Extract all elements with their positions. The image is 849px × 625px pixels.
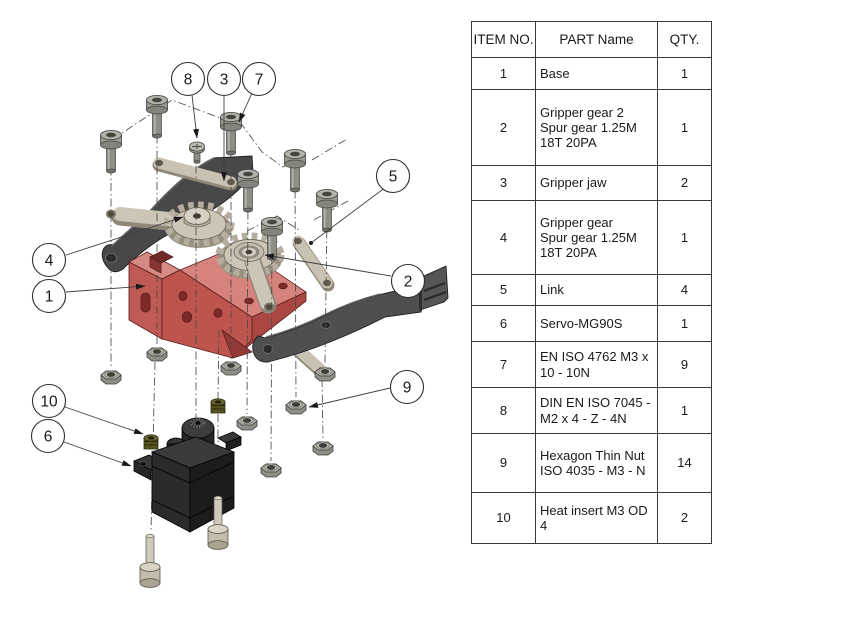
link-parts [152, 157, 335, 380]
qty: 4 [657, 274, 712, 306]
gripper-jaw-lower [252, 265, 449, 363]
item-no: 10 [471, 492, 536, 544]
bom-header-item: ITEM NO. [471, 21, 536, 58]
balloon-2: 2 [390, 263, 426, 299]
item-no: 4 [471, 200, 536, 275]
part-name: DIN EN ISO 7045 - M2 x 4 - Z - 4N [535, 387, 658, 434]
bom-header-name: PART Name [535, 21, 658, 58]
part-name: Base [535, 57, 658, 90]
item-no: 8 [471, 387, 536, 434]
balloon-label: 5 [389, 169, 398, 186]
balloon-label: 1 [45, 289, 54, 306]
table-row: 4 Gripper gear Spur gear 1.25M 18T 20PA … [471, 200, 712, 275]
exploded-view-drawing: 8 3 7 5 4 1 2 9 [30, 61, 449, 588]
balloon-label: 9 [403, 380, 412, 397]
table-row: 1 Base 1 [471, 57, 712, 90]
balloon-7: 7 [241, 61, 277, 97]
part-name: Link [535, 274, 658, 306]
balloon-9: 9 [389, 369, 425, 405]
part-name: Gripper jaw [535, 165, 658, 201]
qty: 1 [657, 89, 712, 166]
qty: 9 [657, 341, 712, 388]
item-no: 1 [471, 57, 536, 90]
part-name: Gripper gear 2 Spur gear 1.25M 18T 20PA [535, 89, 658, 166]
bom-header-qty: QTY. [657, 21, 712, 58]
balloon-5: 5 [375, 158, 411, 194]
part-name: EN ISO 4762 M3 x 10 - 10N [535, 341, 658, 388]
leader-lines [63, 92, 392, 467]
balloon-label: 7 [255, 72, 264, 89]
table-row: 8 DIN EN ISO 7045 - M2 x 4 - Z - 4N 1 [471, 387, 712, 434]
bom-table: ITEM NO. PART Name QTY. 1 Base 1 2 Gripp… [471, 21, 712, 544]
balloon-label: 2 [404, 274, 413, 291]
balloon-callouts: 8 3 7 5 4 1 2 9 [30, 61, 426, 454]
qty: 1 [657, 305, 712, 342]
item-no: 5 [471, 274, 536, 306]
balloon-label: 6 [44, 429, 53, 446]
item-no: 9 [471, 433, 536, 493]
table-row: 5 Link 4 [471, 274, 712, 306]
qty: 1 [657, 387, 712, 434]
table-row: 7 EN ISO 4762 M3 x 10 - 10N 9 [471, 341, 712, 388]
item-no: 6 [471, 305, 536, 342]
part-name: Servo-MG90S [535, 305, 658, 342]
balloon-10: 10 [31, 383, 67, 419]
pan-head-screw [189, 141, 205, 164]
gripper-gear-part [106, 201, 235, 248]
part-name: Hexagon Thin Nut ISO 4035 - M3 - N [535, 433, 658, 493]
balloon-label: 10 [40, 394, 58, 411]
balloon-6: 6 [30, 418, 66, 454]
balloon-4: 4 [31, 242, 67, 278]
table-row: 3 Gripper jaw 2 [471, 165, 712, 201]
part-name: Heat insert M3 OD 4 [535, 492, 658, 544]
table-row: 2 Gripper gear 2 Spur gear 1.25M 18T 20P… [471, 89, 712, 166]
table-row: 10 Heat insert M3 OD 4 2 [471, 492, 712, 544]
balloon-label: 3 [220, 72, 229, 89]
item-no: 3 [471, 165, 536, 201]
base-part [128, 245, 307, 359]
table-row: 6 Servo-MG90S 1 [471, 305, 712, 342]
qty: 1 [657, 57, 712, 90]
item-no: 2 [471, 89, 536, 166]
item-no: 7 [471, 341, 536, 388]
qty: 2 [657, 492, 712, 544]
bom-header-row: ITEM NO. PART Name QTY. [471, 21, 712, 58]
table-row: 9 Hexagon Thin Nut ISO 4035 - M3 - N 14 [471, 433, 712, 493]
balloon-label: 4 [45, 253, 54, 270]
balloon-label: 8 [184, 72, 193, 89]
qty: 14 [657, 433, 712, 493]
balloon-8: 8 [170, 61, 206, 97]
qty: 1 [657, 200, 712, 275]
part-name: Gripper gear Spur gear 1.25M 18T 20PA [535, 200, 658, 275]
balloon-1: 1 [31, 278, 67, 314]
gripper-gear-2-part [215, 232, 285, 314]
balloon-3: 3 [206, 61, 242, 97]
qty: 2 [657, 165, 712, 201]
